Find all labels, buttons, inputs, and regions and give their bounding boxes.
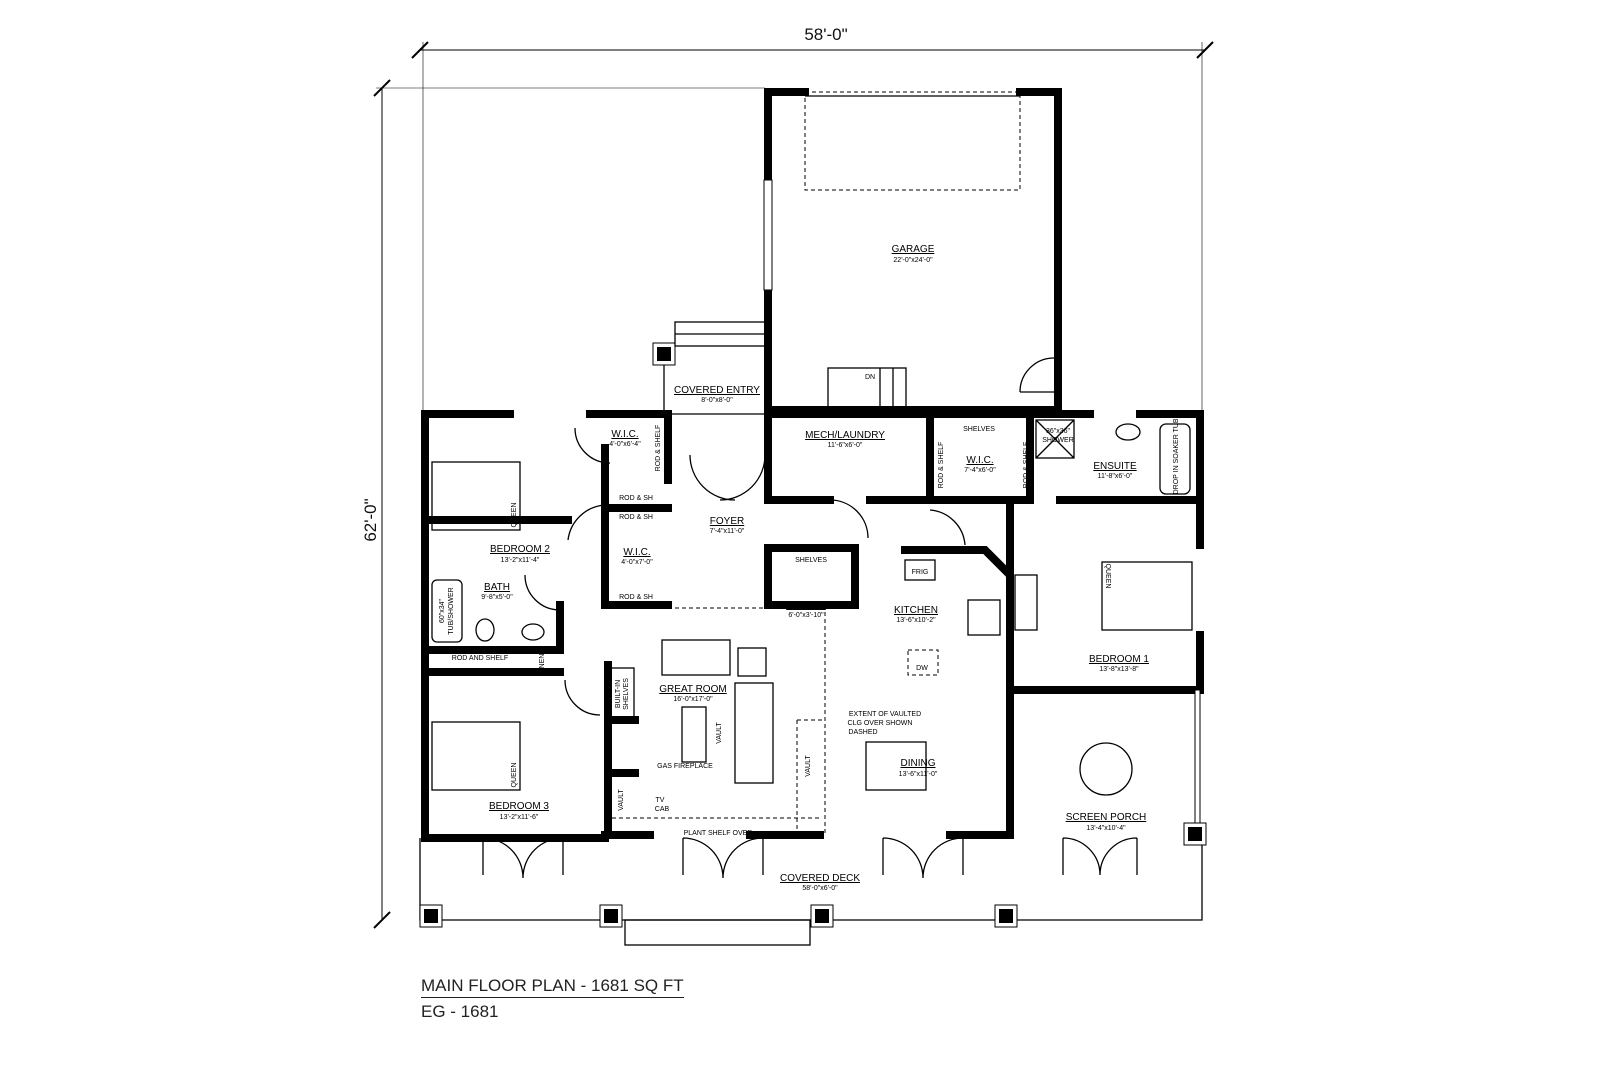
rod-and-shelf-note: ROD AND SHELF <box>452 655 508 662</box>
rod-shelf-note: ROD & SHELF <box>938 442 945 489</box>
rod-sh-note: ROD & SH <box>619 495 653 502</box>
room-labels: GARAGE 22'-0"x24'-0" COVERED ENTRY 8'-0"… <box>481 244 1149 892</box>
ensuite-size: 11'-8"x6'-0" <box>1098 473 1133 480</box>
shower-size-note: 36"x36" <box>1046 428 1071 435</box>
foyer-size: 7'-4"x11'-0" <box>710 528 745 535</box>
covered-deck-size: 58'-0"x6'-0" <box>802 885 838 892</box>
rod-shelf-note: ROD & SHELF <box>1023 442 1030 489</box>
rod-sh-note: ROD & SH <box>619 594 653 601</box>
vaulted-note-2: CLG OVER SHOWN <box>848 720 913 727</box>
dn-note: DN <box>865 374 875 381</box>
garage-size: 22'-0"x24'-0" <box>893 257 933 264</box>
linen-note: LINEN <box>539 654 546 675</box>
ensuite-label: ENSUITE <box>1093 461 1137 472</box>
soaker-tub-note: 6' DROP IN SOAKER TUB <box>1173 418 1180 501</box>
gas-fireplace-note: GAS FIREPLACE <box>657 763 713 770</box>
covered-deck-label: COVERED DECK <box>780 873 860 884</box>
pantry-label: PANTRY <box>786 600 826 611</box>
bedroom-1-label: BEDROOM 1 <box>1089 654 1149 665</box>
great-room-label: GREAT ROOM <box>659 684 726 695</box>
bedroom-2-label: BEDROOM 2 <box>490 544 550 555</box>
bedroom-2-size: 13'-2"x11'-4" <box>501 557 540 564</box>
vault-dashed-lines <box>612 607 826 835</box>
vault-note: VAULT <box>805 755 812 777</box>
wic-2-label: W.I.C. <box>623 547 650 558</box>
bath-label: BATH <box>484 582 510 593</box>
annotations: SHELVES SHELVES ROD & SHELF ROD & SHELF … <box>439 374 1180 837</box>
interior-walls <box>421 410 1034 839</box>
wic-1-label: W.I.C. <box>611 429 638 440</box>
tub-shower-note: TUB/SHOWER <box>448 587 455 634</box>
garage-label: GARAGE <box>892 244 935 255</box>
plan-code: EG - 1681 <box>421 1002 499 1021</box>
frig-note: FRIG <box>912 569 929 576</box>
screen-porch-size: 13'-4"x10'-4" <box>1086 825 1126 832</box>
kitchen-size: 13'-6"x10'-2" <box>896 617 936 624</box>
tub-size-note: 60"x34" <box>439 598 446 623</box>
built-in-note: BUILT-IN <box>615 680 622 708</box>
screen-porch-label: SCREEN PORCH <box>1066 812 1147 823</box>
great-room-size: 16'-0"x17'-0" <box>673 696 713 703</box>
dw-note: DW <box>916 665 928 672</box>
dimension-lines <box>373 41 1214 929</box>
cab-note: CAB <box>655 806 670 813</box>
plant-shelf-note: PLANT SHELF OVER <box>684 830 753 837</box>
vaulted-note-1: EXTENT OF VAULTED <box>849 711 921 718</box>
bath-size: 9'-8"x5'-0" <box>481 594 513 601</box>
queen-bed-note: QUEEN <box>511 503 518 528</box>
pantry-size: 6'-0"x3'-10" <box>788 612 824 619</box>
vault-note: VAULT <box>716 722 723 744</box>
queen-bed-note: QUEEN <box>511 763 518 788</box>
kitchen-label: KITCHEN <box>894 605 938 616</box>
dining-size: 13'-6"x11'-0" <box>899 771 938 778</box>
wic-master-label: W.I.C. <box>966 455 993 466</box>
rod-shelf-note: ROD & SHELF <box>655 425 662 472</box>
bedroom-3-label: BEDROOM 3 <box>489 801 549 812</box>
rod-sh-note: ROD & SH <box>619 514 653 521</box>
pantry-shelves-note: SHELVES <box>795 557 827 564</box>
shower-note: SHOWER <box>1042 437 1074 444</box>
wic-2-size: 4'-0"x7'-0" <box>621 559 653 566</box>
mech-laundry-size: 11'-6"x6'-0" <box>828 442 863 449</box>
covered-entry-size: 8'-0"x8'-0" <box>701 397 733 404</box>
covered-deck <box>419 822 1207 946</box>
wic-1-size: 4'-0"x6'-4" <box>609 441 641 448</box>
bedroom-1-size: 13'-8"x13'-8" <box>1099 666 1139 673</box>
dining-label: DINING <box>901 758 936 769</box>
tv-note: TV <box>656 797 665 804</box>
queen-bed-note: QUEEN <box>1104 564 1111 589</box>
foyer-label: FOYER <box>710 516 744 527</box>
shelves-note: SHELVES <box>963 426 995 433</box>
mech-laundry-label: MECH/LAUNDRY <box>805 430 885 441</box>
covered-entry-label: COVERED ENTRY <box>674 385 760 396</box>
wic-master-size: 7'-4"x6'-0" <box>964 467 996 474</box>
built-in-shelves-note: SHELVES <box>623 678 630 710</box>
furniture <box>431 419 1193 796</box>
vaulted-note-3: DASHED <box>848 729 877 736</box>
bedroom-3-size: 13'-2"x11'-6" <box>500 814 539 821</box>
depth-dimension: 62'-0" <box>361 498 380 541</box>
vault-note: VAULT <box>618 789 625 811</box>
width-dimension: 58'-0" <box>804 25 847 44</box>
plan-title: MAIN FLOOR PLAN - 1681 SQ FT <box>421 976 684 998</box>
